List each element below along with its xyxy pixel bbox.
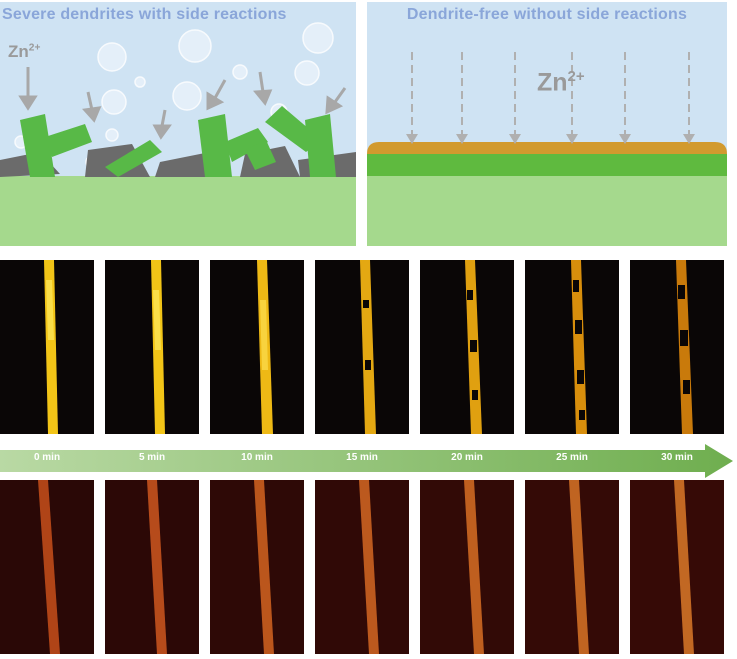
time-label-3: 15 min [346, 452, 378, 463]
time-label-6: 30 min [661, 452, 693, 463]
time-label-5: 25 min [556, 452, 588, 463]
micrograph-bottom-15min [315, 480, 409, 654]
ion-arrows [18, 67, 347, 140]
ion-label-right: Zn2+ [537, 68, 585, 97]
micrograph-top-0min [0, 260, 94, 434]
micrograph-top-5min [105, 260, 199, 434]
micrograph-top-25min [525, 260, 619, 434]
micrograph-bottom-10min [210, 480, 304, 654]
ion-flux-lines [411, 52, 690, 134]
panel-title-left: Severe dendrites with side reactions [2, 6, 287, 23]
ion-flux-arrowheads [406, 134, 695, 144]
micrograph-top-30min [630, 260, 724, 434]
micrograph-top-20min [420, 260, 514, 434]
panel-title-right: Dendrite-free without side reactions [406, 6, 688, 23]
ion-label-left: Zn2+ [8, 42, 41, 61]
uniform-deposition-illustration [367, 52, 727, 176]
dendrite-illustration [0, 22, 356, 177]
micrograph-top-10min [210, 260, 304, 434]
micrograph-bottom-25min [525, 480, 619, 654]
time-label-0: 0 min [33, 452, 61, 463]
micrograph-row-bottom [0, 480, 737, 654]
micrograph-bottom-5min [105, 480, 199, 654]
substrate-right [367, 176, 727, 246]
micrograph-bottom-20min [420, 480, 514, 654]
time-label-4: 20 min [451, 452, 483, 463]
panel-dendrites: Severe dendrites with side reactions [0, 2, 356, 246]
micrograph-row-top [0, 260, 737, 434]
substrate-left [0, 176, 356, 246]
zn-layer [367, 154, 727, 176]
dendrites [20, 106, 336, 177]
micrograph-top-15min [315, 260, 409, 434]
micrograph-bottom-0min [0, 480, 94, 654]
time-arrow [0, 444, 733, 478]
time-label-2: 10 min [241, 452, 273, 463]
time-label-1: 5 min [138, 452, 166, 463]
panel-dendrite-free: Dendrite-free without side reactions Zn2… [367, 2, 727, 246]
uniform-deposits [367, 142, 727, 154]
micrograph-bottom-30min [630, 480, 724, 654]
